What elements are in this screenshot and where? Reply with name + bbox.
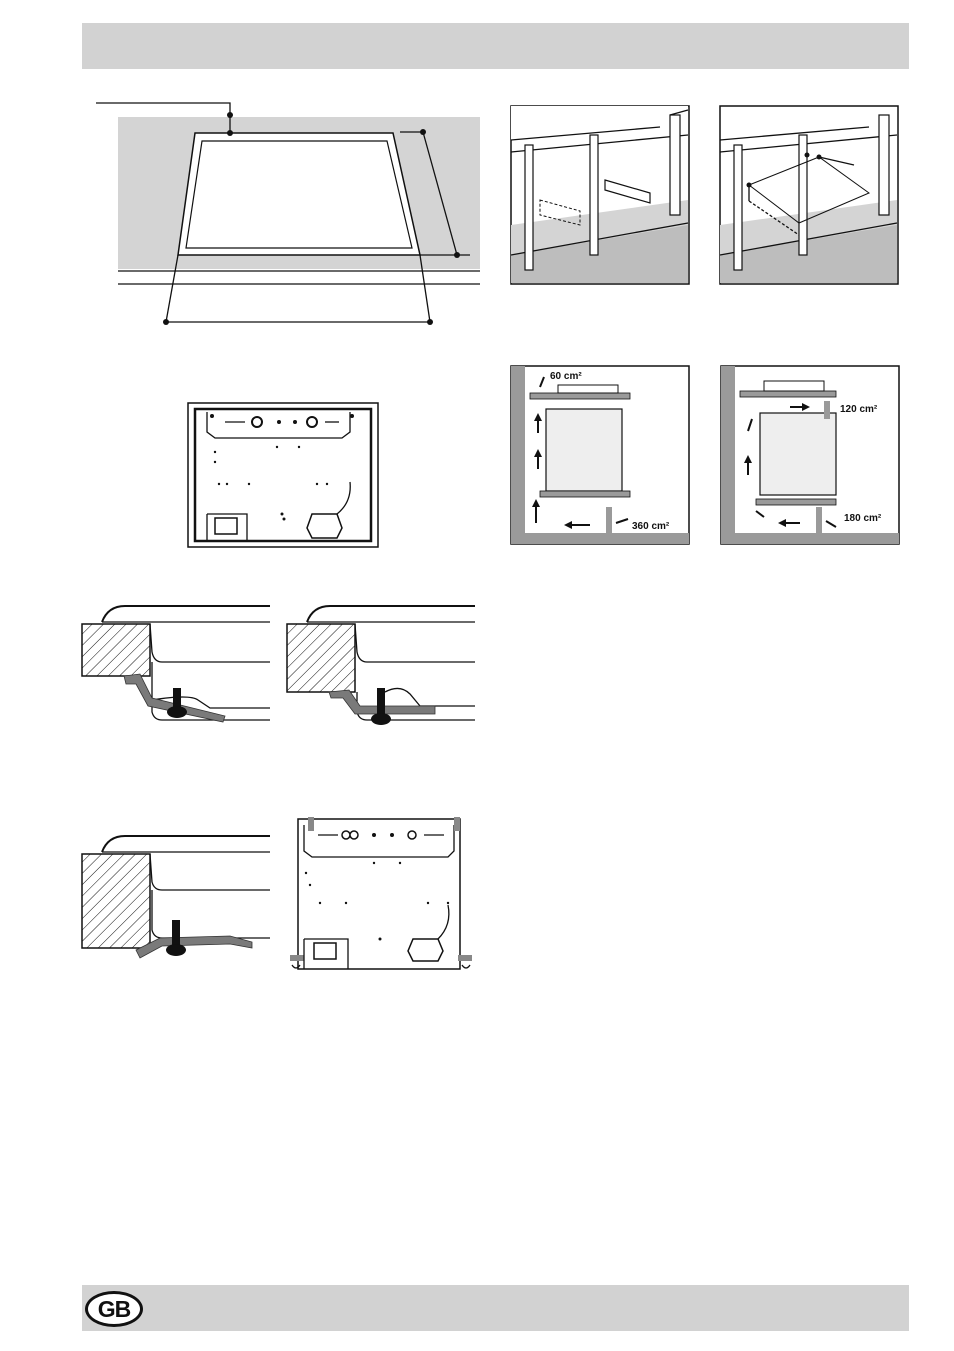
vent-label-bottom-right: 180 cm² [844, 513, 882, 524]
cutout-dimension-figure [90, 95, 490, 335]
vent-label-top-left: 60 cm² [550, 371, 582, 382]
hob-underside-figure [187, 402, 379, 548]
cabinet-figure-1 [510, 105, 690, 285]
clamp-section-1 [80, 602, 272, 742]
hob-clamps-figure [288, 815, 478, 975]
language-badge: GB [85, 1291, 143, 1327]
vent-label-top-right: 120 cm² [840, 404, 878, 415]
cabinet-figure-2 [719, 105, 899, 285]
clamp-section-2 [285, 602, 477, 742]
ventilation-figure-left: 60 cm² 360 cm² [510, 365, 690, 545]
header-bar [82, 23, 909, 69]
clamp-section-3 [80, 830, 272, 970]
footer-bar [82, 1285, 909, 1331]
vent-label-bottom-left: 360 cm² [632, 521, 670, 532]
ventilation-figure-right: 120 cm² 180 cm² [720, 365, 900, 545]
